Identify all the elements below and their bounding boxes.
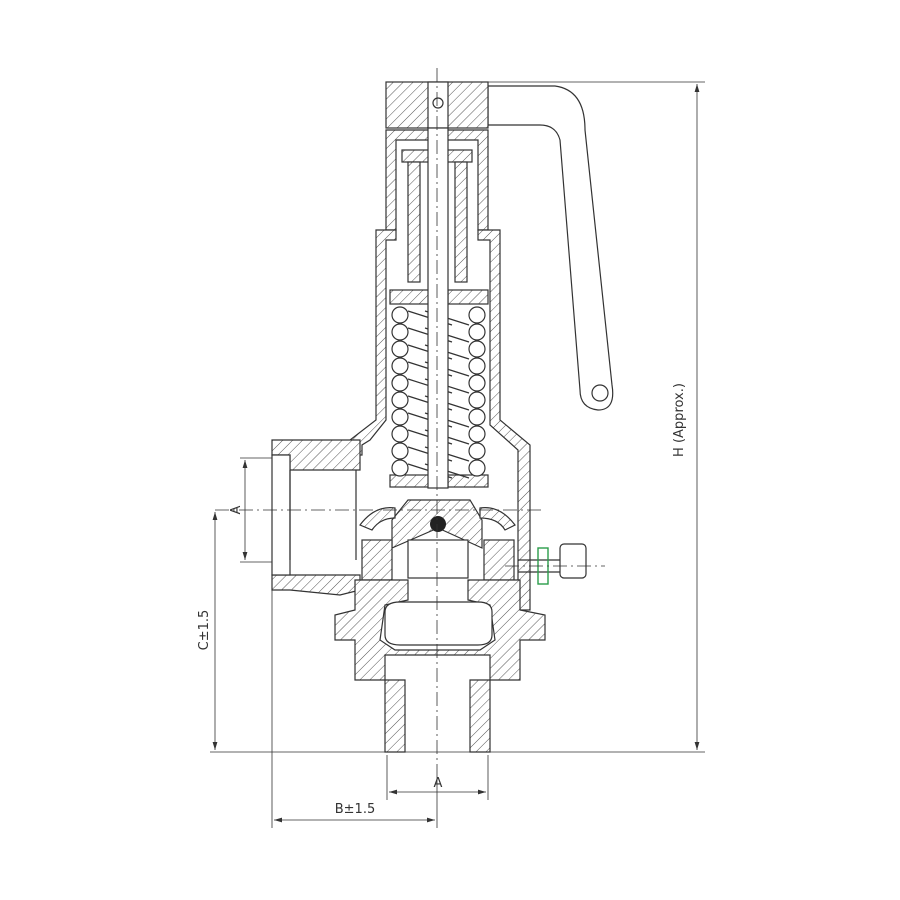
- spring-coil-left: [391, 323, 409, 341]
- lower-body: [334, 579, 546, 753]
- spring-coil-left: [391, 357, 409, 375]
- lever-pivot-ring: [591, 384, 609, 402]
- upper-spring-plate-left: [389, 289, 431, 305]
- spring-coil-left: [391, 374, 409, 392]
- spring-coil-left: [391, 306, 409, 324]
- dim-outlet-label: A: [434, 776, 443, 791]
- drain-plug: [505, 543, 605, 585]
- spring-coil-right: [468, 323, 486, 341]
- ball-icon: [430, 516, 446, 532]
- dim-b-label: B±1.5: [335, 802, 376, 817]
- spring-coil-right: [468, 442, 486, 460]
- spring-coil-right: [468, 340, 486, 358]
- spring-coil-left: [391, 408, 409, 426]
- spring-coil-left: [391, 340, 409, 358]
- spring-coil-left: [391, 442, 409, 460]
- dimensions: H (Approx.) A C±1.5 A B±1.5: [197, 81, 705, 828]
- upper-spring-plate-right: [447, 289, 489, 305]
- dim-c-label: C±1.5: [197, 610, 212, 651]
- lower-spring-plate-left: [389, 474, 431, 488]
- disc-assembly: [359, 499, 516, 581]
- spring-coil-right: [468, 391, 486, 409]
- side-nozzle: [271, 439, 361, 596]
- dim-height-label: H (Approx.): [672, 383, 687, 457]
- spring-coil-right: [468, 357, 486, 375]
- lever-handle: [487, 85, 614, 411]
- spring-coil-right: [468, 408, 486, 426]
- spring-coil-right: [468, 306, 486, 324]
- valve-stem: [427, 127, 449, 489]
- spring-coil-left: [391, 391, 409, 409]
- spring-coil-left: [391, 459, 409, 477]
- dim-inlet-label: A: [229, 505, 244, 514]
- bonnet-upper: [385, 129, 489, 283]
- spring-coil-left: [391, 425, 409, 443]
- spring-coil-right: [468, 374, 486, 392]
- spring-coil-right: [468, 425, 486, 443]
- lower-spring-plate-right: [447, 474, 489, 488]
- spring-coil-right: [468, 459, 486, 477]
